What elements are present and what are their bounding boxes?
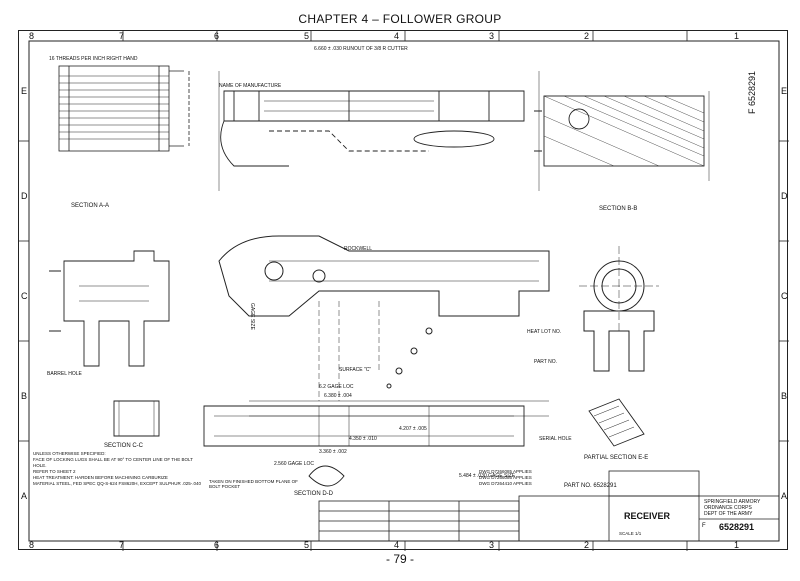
row-label: D	[781, 191, 788, 201]
dim-4-350: 4.350 ± .010	[349, 436, 377, 442]
scale-label: SCALE 1/1	[619, 531, 642, 536]
dim-6-2: 6.2 GAGE LOC	[319, 384, 354, 390]
applies-line: DWG D7266086 APPLIES	[479, 475, 532, 480]
receiver-side-view	[218, 235, 550, 417]
side-drawing-number: F 6528291	[747, 71, 757, 115]
row-label: B	[781, 391, 788, 401]
cutter-callout: 6.660 ± .030 RUNOUT OF 3/8 R CUTTER	[314, 46, 408, 52]
receiver-top-view	[218, 71, 540, 191]
title-drawing-number: 6528291	[719, 522, 755, 532]
section-a-a-view	[58, 65, 190, 152]
taken-on-callout: TAKEN ON FINISHED BOTTOM PLANE OF BOLT P…	[209, 479, 298, 489]
chapter-header: CHAPTER 4 – FOLLOWER GROUP	[298, 12, 502, 26]
row-label: C	[781, 291, 788, 301]
col-label: 3	[489, 31, 495, 41]
section-e-label: PARTIAL SECTION E-E	[584, 455, 649, 461]
row-label: A	[21, 491, 28, 501]
section-c-c-view	[49, 250, 170, 367]
applies-line: DWG D7264410 APPLIES	[479, 481, 532, 486]
agency-line: DEPT OF THE ARMY	[704, 511, 753, 517]
part-no-value: 6528291	[593, 483, 617, 489]
applies-line: DWG D7266085 APPLIES	[479, 469, 532, 474]
barrel-hole-callout: BARREL HOLE	[47, 371, 82, 377]
applicability-notes: DWG D7266085 APPLIES DWG D7266086 APPLIE…	[479, 469, 532, 487]
col-label: 4	[394, 540, 400, 550]
section-d-label: SECTION D-D	[294, 491, 333, 497]
col-label: 1	[734, 540, 740, 550]
section-c-label: SECTION C-C	[104, 443, 143, 449]
row-label: A	[781, 491, 788, 501]
col-label: 2	[584, 540, 590, 550]
col-label: 3	[489, 540, 495, 550]
rockwell-callout: ROCKWELL	[344, 246, 373, 252]
row-label: E	[781, 86, 788, 96]
col-label: 5	[304, 31, 310, 41]
note-line: MATERIAL STEEL, FED SPEC QQ-S-624 FS8620…	[33, 481, 201, 486]
dim-2-560: 2.560 GAGE LOC	[274, 461, 315, 467]
part-no-label: PART NO. 6528291	[564, 483, 617, 489]
col-label: 8	[29, 540, 35, 550]
engineering-drawing-sheet: 7 8 6 5 4 3 2 1 8 7 6 5 4 3 2 1 E D C B …	[18, 30, 789, 551]
section-d-d-view	[203, 405, 525, 487]
gage-size-callout: GAGE SIZE	[249, 303, 255, 330]
end-view-right	[579, 246, 659, 372]
col-label: 7	[119, 540, 125, 550]
col-label: 6	[214, 540, 220, 550]
section-b-label: SECTION B-B	[599, 206, 638, 212]
part-no-label-text: PART NO.	[564, 483, 592, 489]
section-a-label: SECTION A-A	[71, 203, 110, 209]
general-notes: UNLESS OTHERWISE SPECIFIED: FACE OF LOCK…	[33, 451, 203, 487]
receiver-drawing	[19, 31, 789, 551]
agency-line: SPRINGFIELD ARMORY	[704, 499, 761, 505]
col-label: 7	[119, 31, 125, 41]
col-label: 5	[304, 540, 310, 550]
col-label: 1	[734, 31, 740, 41]
agency-line: ORDNANCE CORPS	[704, 505, 752, 511]
row-label: B	[21, 391, 28, 401]
page-number: - 79 -	[385, 552, 414, 566]
section-c-c-small	[113, 400, 160, 437]
surface-c-callout: SURFACE "C"	[339, 367, 372, 373]
manufacture-callout: NAME OF MANUFACTURE	[219, 83, 282, 89]
partial-section-e-e	[588, 398, 645, 447]
serial-hole-callout: SERIAL HOLE	[539, 436, 572, 442]
note-line: REFER TO SHEET 2	[33, 469, 76, 474]
note-line: HEAT TREATMENT: HARDEN BEFORE MACHINING …	[33, 475, 168, 480]
dim-4-207: 4.207 ± .005	[399, 426, 427, 432]
note-line: FACE OF LOCKING LUGS SHALL BE AT 90° TO …	[33, 457, 193, 468]
heat-lot-callout: HEAT LOT NO.	[527, 329, 562, 335]
dim-3-360: 3.360 ± .002	[319, 449, 347, 455]
col-label: 2	[584, 31, 590, 41]
col-label: 8	[29, 31, 35, 41]
dim-6-380: 6.380 ± .004	[324, 393, 352, 399]
thread-callout: 16 THREADS PER INCH RIGHT HAND	[49, 56, 138, 62]
row-label: C	[21, 291, 28, 301]
row-label: D	[21, 191, 28, 201]
size-letter: F	[702, 523, 706, 529]
note-line: UNLESS OTHERWISE SPECIFIED:	[33, 451, 106, 456]
col-label: 6	[214, 31, 220, 41]
part-title: RECEIVER	[624, 511, 671, 521]
section-b-b-view	[534, 91, 710, 181]
part-no-callout: PART NO.	[534, 359, 558, 365]
agency-block: SPRINGFIELD ARMORY ORDNANCE CORPS DEPT O…	[704, 499, 760, 517]
row-label: E	[21, 86, 28, 96]
title-block-frame	[318, 470, 780, 542]
col-label: 4	[394, 31, 400, 41]
dim-5-484: 5.484 ± .030 GAGE SIZE	[459, 473, 516, 479]
